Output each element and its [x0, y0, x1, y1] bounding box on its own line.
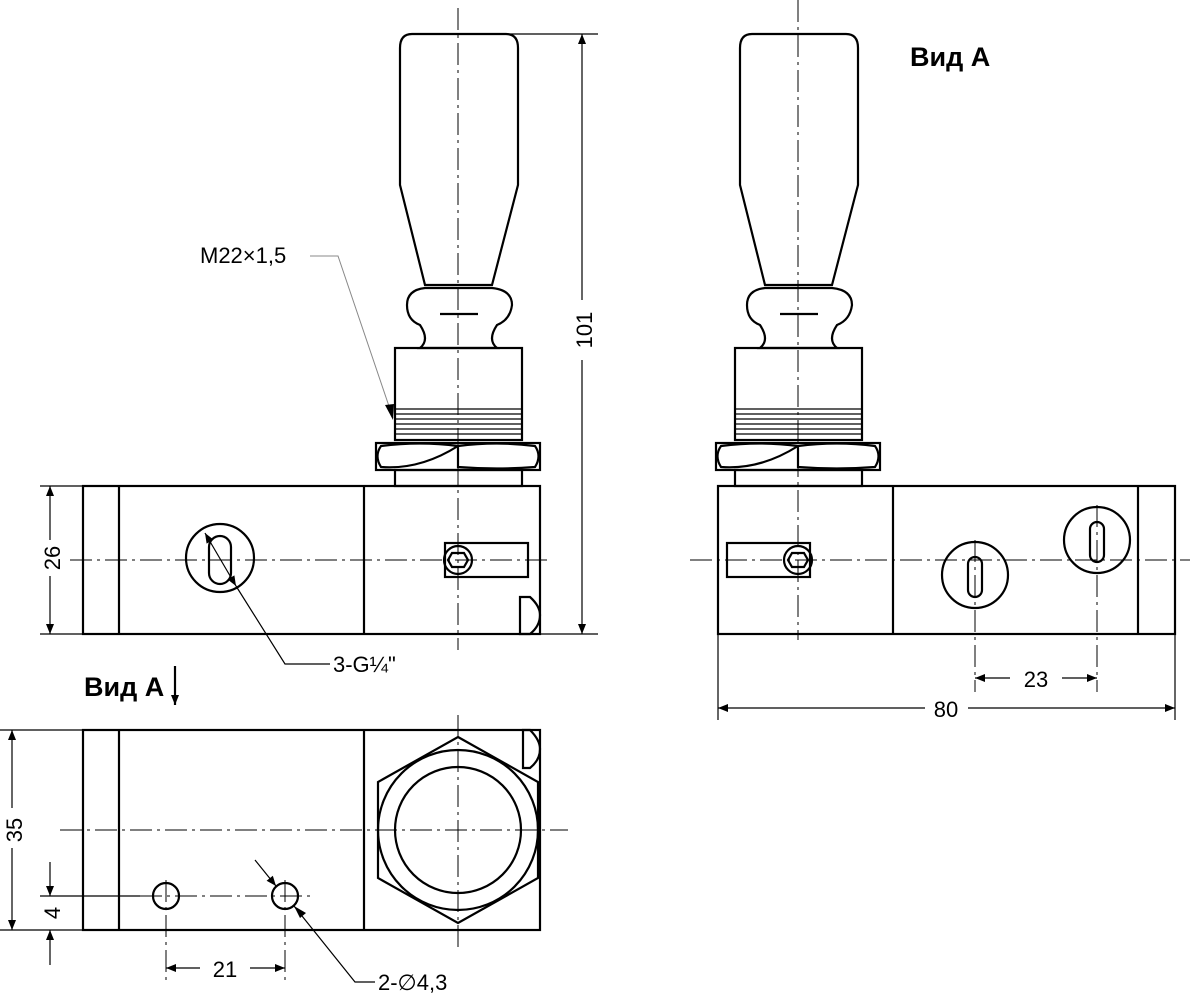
thread-label: M22×1,5 — [200, 243, 286, 268]
front-view: 101 26 M22×1,5 3-G¼" — [40, 8, 598, 677]
dim-4: 4 — [40, 907, 65, 919]
side-view: 23 80 Вид А — [690, 0, 1190, 722]
ports-label: 3-G¼" — [333, 652, 396, 677]
view-a-title: Вид А — [910, 42, 990, 72]
dim-21: 21 — [213, 957, 237, 982]
holes-label: 2-∅4,3 — [378, 970, 447, 995]
view-a-marker: Вид А — [84, 672, 164, 702]
view-a: Вид А 35 4 21 2-∅4,3 — [0, 666, 568, 995]
dim-26: 26 — [40, 546, 65, 570]
dim-80: 80 — [934, 697, 958, 722]
dim-23: 23 — [1024, 667, 1048, 692]
dim-101: 101 — [572, 312, 597, 349]
dim-35: 35 — [2, 818, 27, 842]
